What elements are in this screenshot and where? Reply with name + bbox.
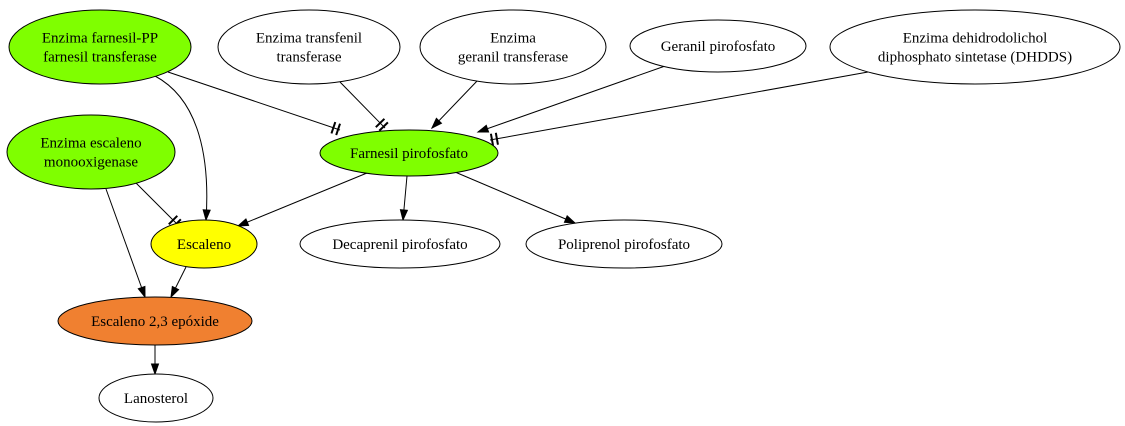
inhibit-bar [335, 123, 341, 136]
inhibit-bar [168, 215, 178, 225]
edge-enzima-escaleno-mono-to-escaleno [134, 181, 182, 229]
arrowhead [170, 285, 180, 299]
node-ellipse [629, 19, 807, 73]
edge-farnesil-pirofosfato-to-escaleno [236, 172, 368, 227]
edges-layer [105, 64, 869, 376]
edge-enzima-farnesil-pp-to-escaleno [154, 75, 211, 222]
node-label: Enzima escaleno [40, 136, 141, 152]
edge-escaleno-epoxide-to-lanosterol [150, 345, 160, 376]
node-ellipse [525, 219, 723, 269]
node-farnesil-pirofosfato[interactable]: Farnesil pirofosfato [319, 129, 499, 177]
arrowhead [430, 117, 443, 130]
arrowhead [476, 124, 490, 133]
node-ellipse [150, 219, 258, 269]
node-ellipse [6, 114, 176, 190]
edge-enzima-farnesil-pp-to-farnesil-pirofosfato [167, 71, 341, 136]
edge-line [134, 181, 179, 226]
edge-line [339, 81, 386, 129]
node-ellipse [217, 9, 401, 85]
node-enzima-escaleno-mono[interactable]: Enzima escaleno monooxigenase [6, 114, 176, 190]
edge-line [477, 64, 669, 133]
arrowhead [236, 218, 250, 227]
node-ellipse [299, 219, 501, 269]
arrowhead [399, 209, 409, 222]
node-ellipse [8, 9, 192, 85]
edge-escaleno-to-escaleno-epoxide [170, 266, 187, 299]
edge-enzima-escaleno-mono-to-escaleno-epoxide [105, 188, 146, 299]
node-label: Farnesil pirofosfato [350, 146, 468, 162]
node-label: geranil transferase [458, 50, 569, 66]
node-label: Decaprenil pirofosfato [332, 237, 467, 253]
node-enzima-farnesil-pp[interactable]: Enzima farnesil-PP farnesil transferase [8, 9, 192, 85]
edge-enzima-geranil-to-farnesil-pirofosfato [430, 79, 479, 130]
node-enzima-transfenil[interactable]: Enzima transfenil transferase [217, 9, 401, 85]
inhibit-bar [494, 132, 499, 145]
edge-line [105, 188, 146, 298]
node-ellipse [98, 373, 214, 423]
node-label: Enzima transfenil [256, 31, 362, 47]
edge-farnesil-pirofosfato-to-decaprenil-pirofosfato [399, 175, 409, 222]
node-label: Lanosterol [124, 391, 188, 407]
inhibit-bar [378, 121, 389, 132]
node-escaleno[interactable]: Escaleno [150, 219, 258, 269]
node-lanosterol[interactable]: Lanosterol [98, 373, 214, 423]
edge-line [154, 75, 208, 221]
node-label: Geranil pirofosfato [661, 39, 776, 55]
node-label: diphosphato sintetase (DHDDS) [878, 50, 1072, 66]
node-poliprenol-pirofosfato[interactable]: Poliprenol pirofosfato [525, 219, 723, 269]
node-label: transferase [277, 50, 342, 66]
node-label: Enzima farnesil-PP [42, 31, 158, 47]
node-ellipse [319, 129, 499, 177]
node-escaleno-epoxide[interactable]: Escaleno 2,3 epóxide [57, 296, 253, 346]
node-ellipse [57, 296, 253, 346]
node-ellipse [829, 9, 1121, 85]
node-label: farnesil transferase [43, 50, 157, 66]
arrowhead [563, 215, 577, 224]
edge-line [237, 172, 368, 227]
edge-farnesil-pirofosfato-to-poliprenol-pirofosfato [454, 171, 577, 224]
arrowhead [137, 285, 146, 299]
node-label: Escaleno [177, 237, 231, 253]
node-decaprenil-pirofosfato[interactable]: Decaprenil pirofosfato [299, 219, 501, 269]
inhibit-bar [489, 133, 495, 146]
node-enzima-geranil[interactable]: Enzima geranil transferase [419, 9, 607, 85]
edge-line [167, 71, 341, 131]
node-label: Escaleno 2,3 epóxide [91, 314, 219, 330]
node-ellipse [419, 9, 607, 85]
node-label: Enzima dehidrodolichol [903, 31, 1048, 47]
edge-geranil-pirofosfato-to-farnesil-pirofosfato [476, 64, 669, 133]
node-geranil-pirofosfato[interactable]: Geranil pirofosfato [629, 19, 807, 73]
edge-line [489, 71, 869, 141]
arrowhead [150, 363, 160, 376]
edge-enzima-transfenil-to-farnesil-pirofosfato [339, 81, 389, 132]
node-label: monooxigenase [44, 155, 138, 171]
edge-line [431, 79, 479, 129]
arrowhead [202, 209, 211, 222]
node-enzima-dhdds[interactable]: Enzima dehidrodolichol diphosphato sintet… [829, 9, 1121, 85]
inhibit-bar [375, 118, 386, 128]
edge-line [454, 171, 576, 224]
inhibit-bar [330, 121, 337, 134]
node-label: Poliprenol pirofosfato [558, 237, 690, 253]
node-label: Enzima [490, 31, 536, 47]
edge-enzima-dhdds-to-farnesil-pirofosfato [489, 71, 869, 146]
